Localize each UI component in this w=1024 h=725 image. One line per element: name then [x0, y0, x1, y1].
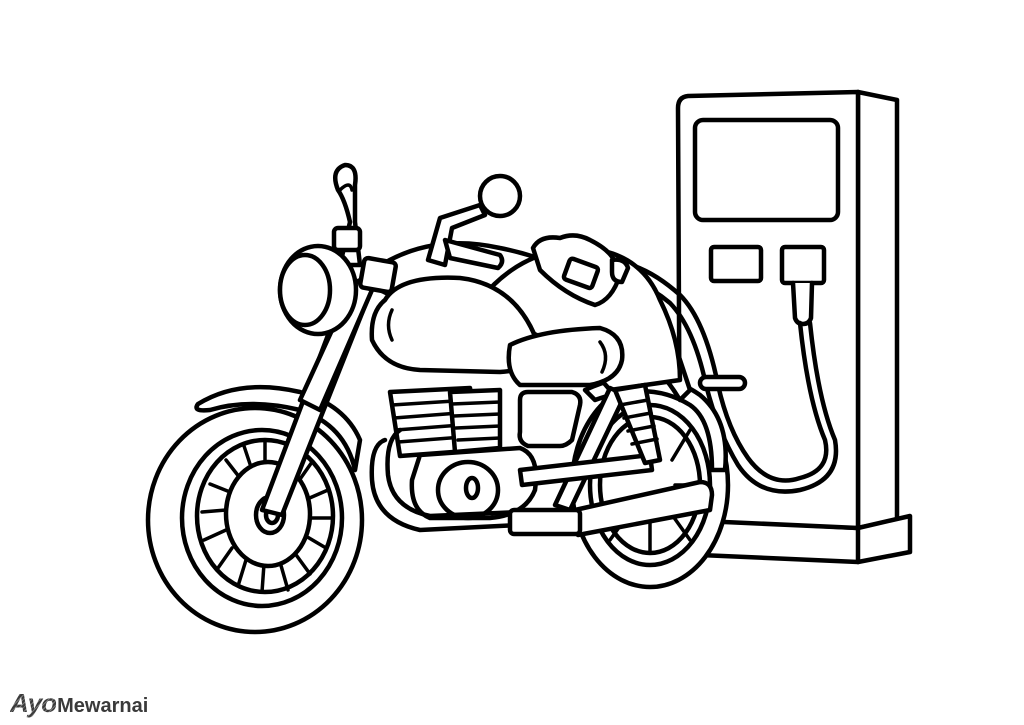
handlebar-left	[331, 162, 363, 268]
engine	[387, 385, 539, 521]
footpeg	[507, 507, 583, 537]
watermark-logo: Ayo Mewarnai	[10, 688, 148, 718]
handlebar-right	[425, 173, 523, 271]
pump-button-left	[708, 244, 764, 284]
logo-mewarnai: Mewarnai	[57, 695, 149, 717]
exhaust-muffler	[572, 479, 715, 538]
rear-footpeg	[697, 374, 748, 392]
pump-display-screen	[692, 117, 841, 223]
front-wheel	[145, 405, 365, 635]
headlight	[277, 243, 359, 337]
pump-button-right	[779, 244, 827, 286]
rear-shock	[612, 382, 663, 466]
fuel-nozzle	[530, 233, 631, 308]
logo-ayo: Ayo	[10, 688, 57, 718]
side-panel	[517, 389, 583, 449]
fuel-pump	[612, 89, 913, 565]
seat	[506, 325, 625, 388]
